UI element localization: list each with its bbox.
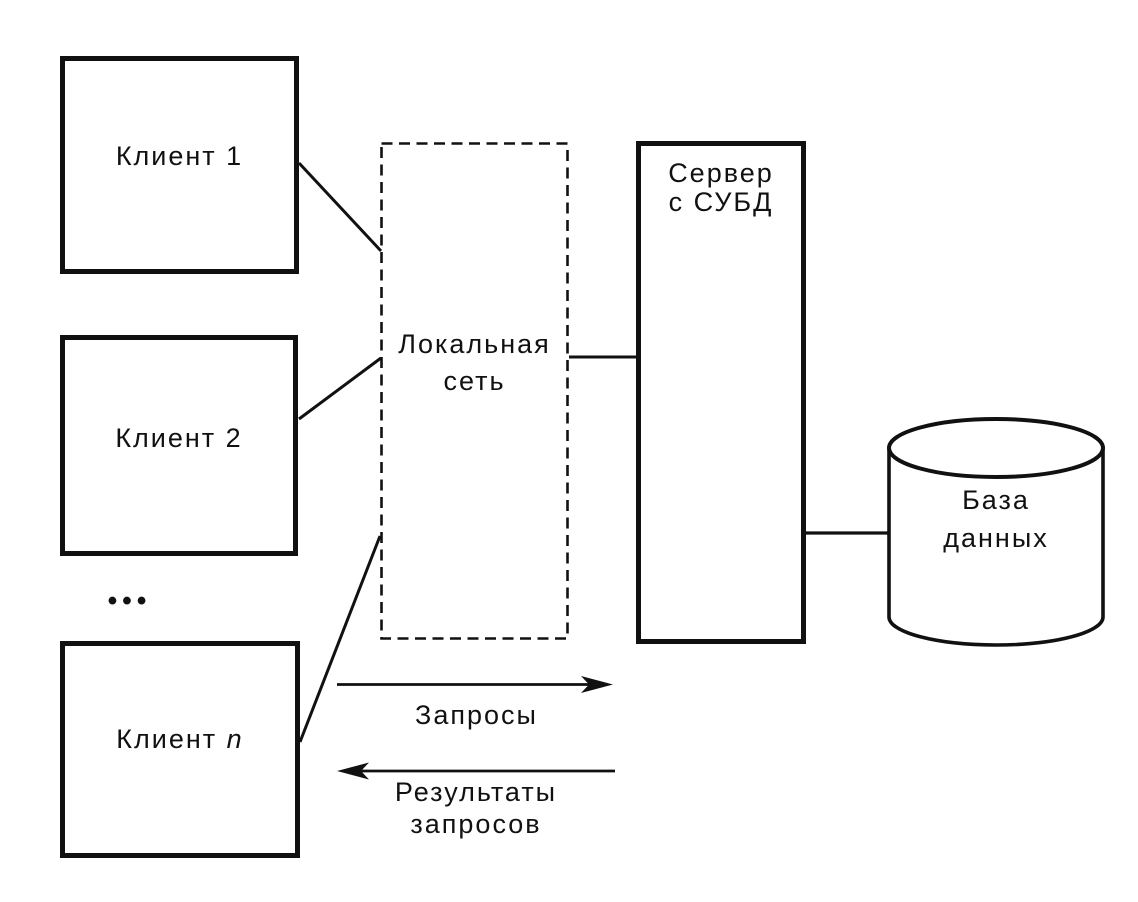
database-label-line2: данных — [943, 523, 1049, 553]
client1-label: Клиент 1 — [115, 141, 244, 171]
client2-box — [60, 335, 298, 556]
server-label-line2: с СУБД — [668, 187, 774, 217]
server-label-line1: Сервер — [668, 158, 774, 188]
clientn-label: Клиент n — [60, 724, 300, 754]
database-label-line1: База — [962, 485, 1030, 515]
requests-arrow-head — [581, 676, 613, 693]
connector-client2-lan — [298, 356, 382, 421]
client2-label: Клиент 2 — [115, 423, 243, 453]
lan-label-line2: сеть — [443, 366, 506, 396]
connector-client1-lan — [297, 161, 383, 253]
results-arrow-head — [337, 762, 369, 780]
database-cylinder-body — [887, 448, 1105, 647]
clientn-label-prefix: Клиент — [116, 724, 227, 754]
requests-label: Запросы — [415, 700, 538, 730]
results-label-line1: Результаты — [394, 777, 558, 807]
lan-label-line1: Локальная — [398, 329, 551, 359]
results-label-line2: запросов — [410, 809, 542, 839]
lan-label: Локальная сеть — [380, 326, 569, 400]
server-box — [636, 141, 806, 644]
clientn-label-var: n — [226, 724, 244, 754]
client1-box — [60, 56, 299, 274]
database-label: База данных — [887, 481, 1105, 557]
database-cylinder-top — [887, 417, 1105, 479]
lan-dashed-box — [380, 142, 569, 640]
clientn-box — [60, 641, 300, 858]
connector-clientn-lan — [298, 535, 382, 743]
